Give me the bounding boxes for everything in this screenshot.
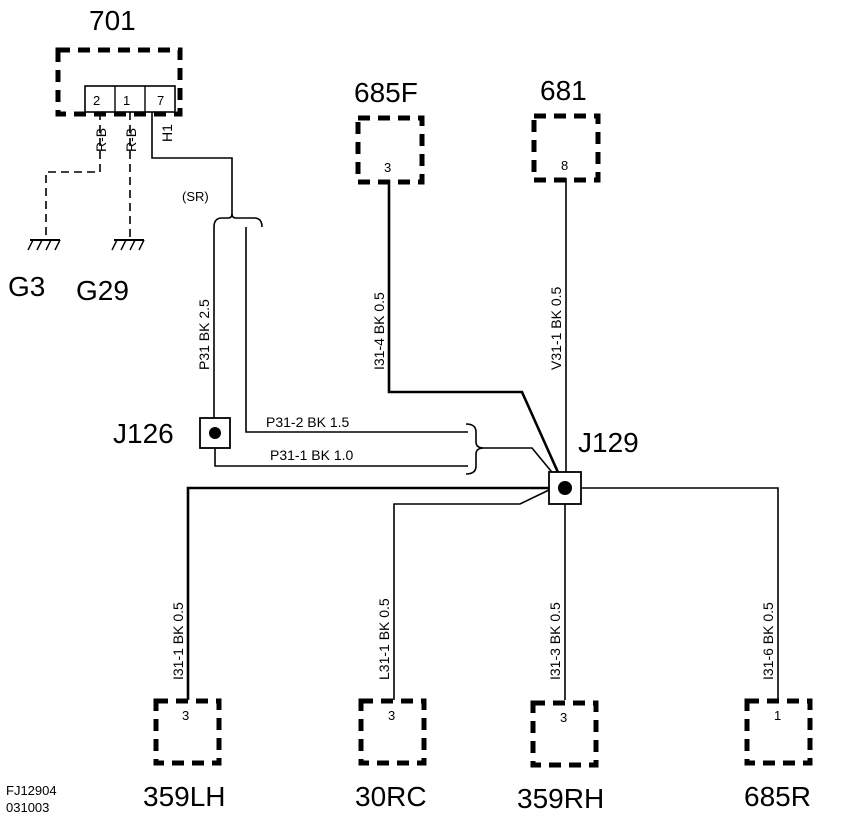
component-685r-label: 685R: [744, 781, 811, 812]
component-359lh-label: 359LH: [143, 781, 226, 812]
wire-i31-6: [581, 487, 779, 700]
wire-p31-1: [214, 448, 468, 467]
splice-j126: [199, 417, 231, 449]
wire-label-p31-1: P31-1 BK 1.0: [270, 447, 353, 463]
splice-j129: [548, 471, 582, 505]
wire-h1: [151, 112, 233, 215]
component-685f: 685F 3: [354, 77, 425, 185]
pin-701-7: 7: [157, 93, 164, 108]
sr-annotation: (SR): [182, 189, 209, 204]
component-359lh: 3 359LH: [143, 698, 226, 812]
pin-685f: 3: [384, 160, 391, 175]
wire-l31-1: [393, 489, 550, 700]
component-359rh-box: [530, 700, 599, 768]
component-359lh-box: [153, 698, 222, 766]
component-701-box: [55, 47, 183, 117]
wire-p31-2: [245, 227, 468, 433]
component-30rc-label: 30RC: [355, 781, 427, 812]
component-685f-label: 685F: [354, 77, 418, 108]
component-701-label: 701: [89, 5, 136, 36]
wire-i31-1: [186, 486, 549, 700]
pin-681: 8: [561, 158, 568, 173]
pin-701-1: 1: [123, 93, 130, 108]
ground-g29-label: G29: [76, 275, 129, 306]
wire-label-i31-6: I31-6 BK 0.5: [760, 602, 776, 680]
pin-685r: 1: [774, 708, 781, 723]
splice-j129-label: J129: [578, 427, 639, 458]
ground-g3-label: G3: [8, 271, 45, 302]
component-359rh-label: 359RH: [517, 783, 604, 814]
component-685r-box: [744, 698, 813, 766]
pin-701-2: 2: [93, 93, 100, 108]
pin-359lh: 3: [182, 708, 189, 723]
pin-30rc: 3: [388, 708, 395, 723]
component-701: 701 2 1 7: [55, 5, 183, 117]
component-30rc: 3 30RC: [355, 698, 427, 812]
wire-label-l31-1: L31-1 BK 0.5: [376, 598, 392, 680]
diagram-code: FJ12904: [6, 783, 57, 798]
wire-label-i31-4: I31-4 BK 0.5: [371, 292, 387, 370]
wire-i31-4: [387, 180, 567, 489]
wire-label-p31: P31 BK 2.5: [196, 299, 212, 370]
wire-label-rb-2: R-B: [93, 128, 109, 152]
component-685r: 1 685R: [744, 698, 813, 812]
wire-label-i31-1: I31-1 BK 0.5: [170, 602, 186, 680]
component-681: 681 8: [531, 75, 601, 183]
wire-rb-pin2: [45, 112, 101, 240]
sr-brace: [213, 213, 263, 228]
wire-label-p31-2: P31-2 BK 1.5: [266, 414, 349, 430]
component-359rh: 3 359RH: [517, 700, 604, 814]
wire-label-rb-1: R-B: [123, 128, 139, 152]
wire-label-v31-1: V31-1 BK 0.5: [548, 287, 564, 370]
wire-label-i31-3: I31-3 BK 0.5: [547, 602, 563, 680]
component-30rc-box: [358, 698, 427, 766]
pin-359rh: 3: [560, 710, 567, 725]
ground-g3-icon: [27, 239, 61, 251]
wire-label-h1: H1: [159, 124, 175, 142]
component-681-label: 681: [540, 75, 587, 106]
diagram-date: 031003: [6, 800, 49, 815]
p31-brace: [465, 423, 485, 475]
ground-g29-icon: [111, 239, 145, 251]
splice-j126-label: J126: [113, 418, 174, 449]
